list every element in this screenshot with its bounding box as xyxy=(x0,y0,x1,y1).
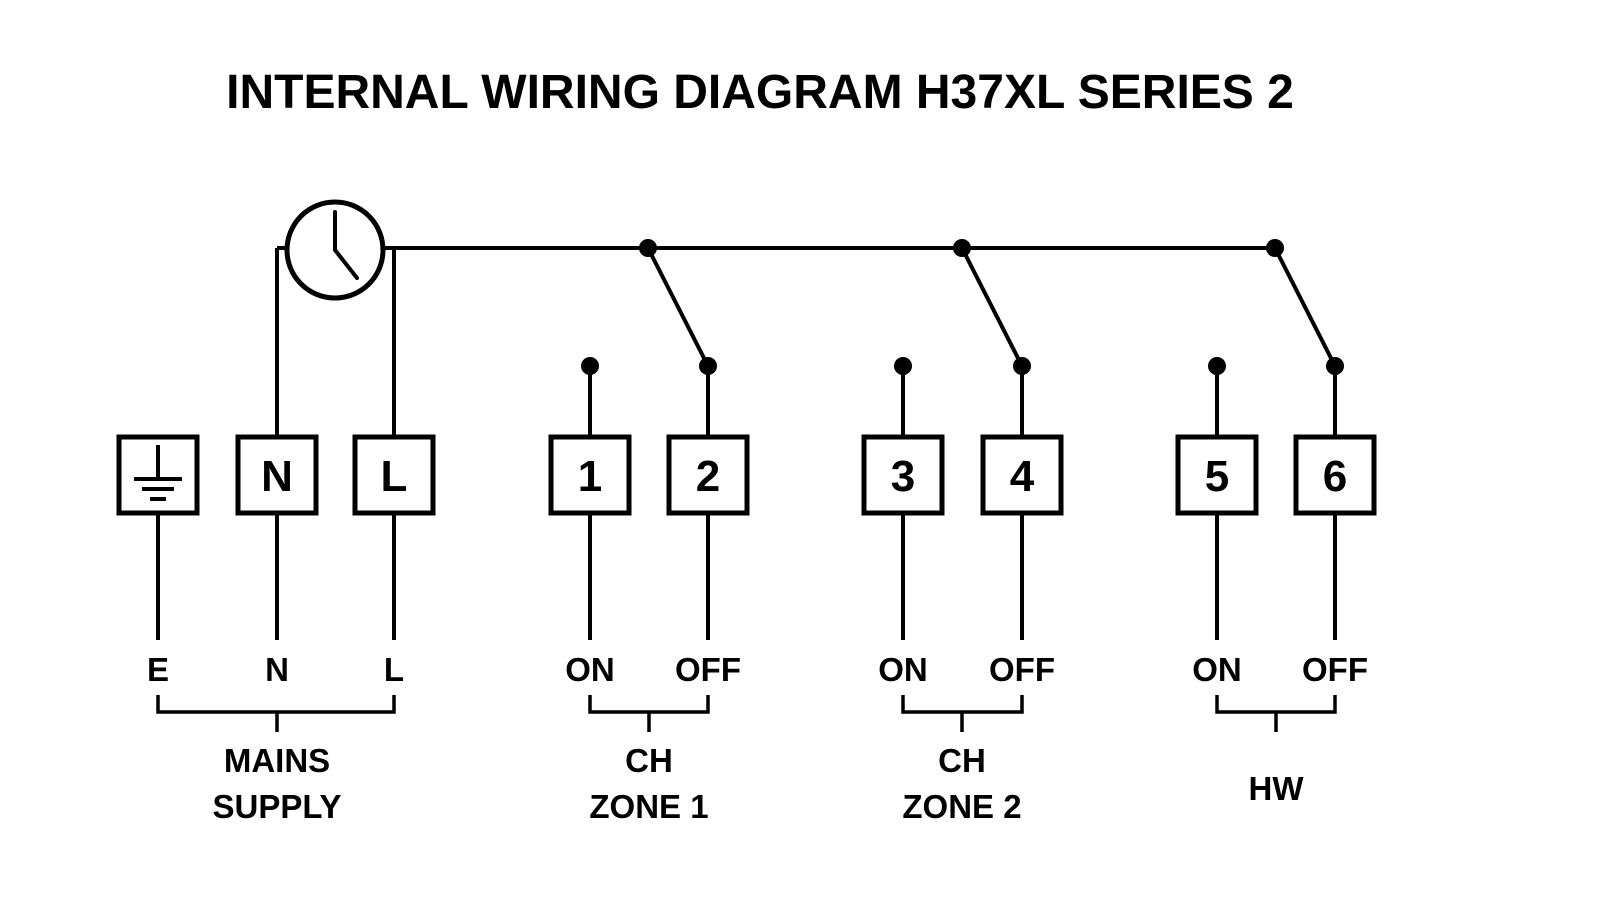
group-label-zone2-line1: CH xyxy=(938,742,986,779)
terminal-label-1: 1 xyxy=(578,452,602,501)
terminal-box-6 xyxy=(1293,434,1377,516)
group-bracket-hw xyxy=(1215,695,1337,732)
group-label-zone1-line1: CH xyxy=(625,742,673,779)
wire-label-earth: E xyxy=(147,651,169,688)
group-label-mains-line2: SUPPLY xyxy=(212,788,341,825)
terminal-label-4: 4 xyxy=(1010,452,1035,501)
group-label-zone1-line2: ZONE 1 xyxy=(589,788,708,825)
group-label-mains-line1: MAINS xyxy=(224,742,330,779)
group-bracket-mains xyxy=(156,695,396,732)
terminal-label-live: L xyxy=(381,452,408,501)
terminal-label-5: 5 xyxy=(1205,452,1229,501)
timer-clock-icon xyxy=(284,199,386,301)
wire-label-zone2-on: ON xyxy=(878,651,928,688)
terminal-label-3: 3 xyxy=(891,452,915,501)
switch-blade-zone1 xyxy=(646,247,710,367)
terminal-box-1 xyxy=(548,434,632,516)
wire-label-live: L xyxy=(384,651,404,688)
wire-label-neutral: N xyxy=(265,651,289,688)
wire-label-hw-on: ON xyxy=(1192,651,1242,688)
terminal-label-2: 2 xyxy=(696,452,720,501)
terminal-box-5 xyxy=(1175,434,1259,516)
terminal-box-live xyxy=(352,434,436,516)
switch-blade-hw xyxy=(1273,247,1337,367)
clock-hour-hand xyxy=(333,248,359,280)
terminal-box-3 xyxy=(861,434,945,516)
terminal-label-6: 6 xyxy=(1323,452,1347,501)
group-bracket-zone2 xyxy=(901,695,1024,732)
wire-label-zone1-on: ON xyxy=(565,651,615,688)
earth-ground-icon xyxy=(134,445,182,501)
wire-label-zone2-off: OFF xyxy=(989,651,1055,688)
group-bracket-zone1 xyxy=(588,695,710,732)
wire-label-hw-off: OFF xyxy=(1302,651,1368,688)
diagram-title: INTERNAL WIRING DIAGRAM H37XL SERIES 2 xyxy=(226,66,1294,119)
terminal-box-neutral xyxy=(235,434,319,516)
group-label-hw: HW xyxy=(1249,770,1305,807)
terminal-label-neutral: N xyxy=(261,452,293,501)
switch-blade-zone2 xyxy=(960,247,1024,367)
group-label-zone2-line2: ZONE 2 xyxy=(902,788,1021,825)
wire-label-zone1-off: OFF xyxy=(675,651,741,688)
